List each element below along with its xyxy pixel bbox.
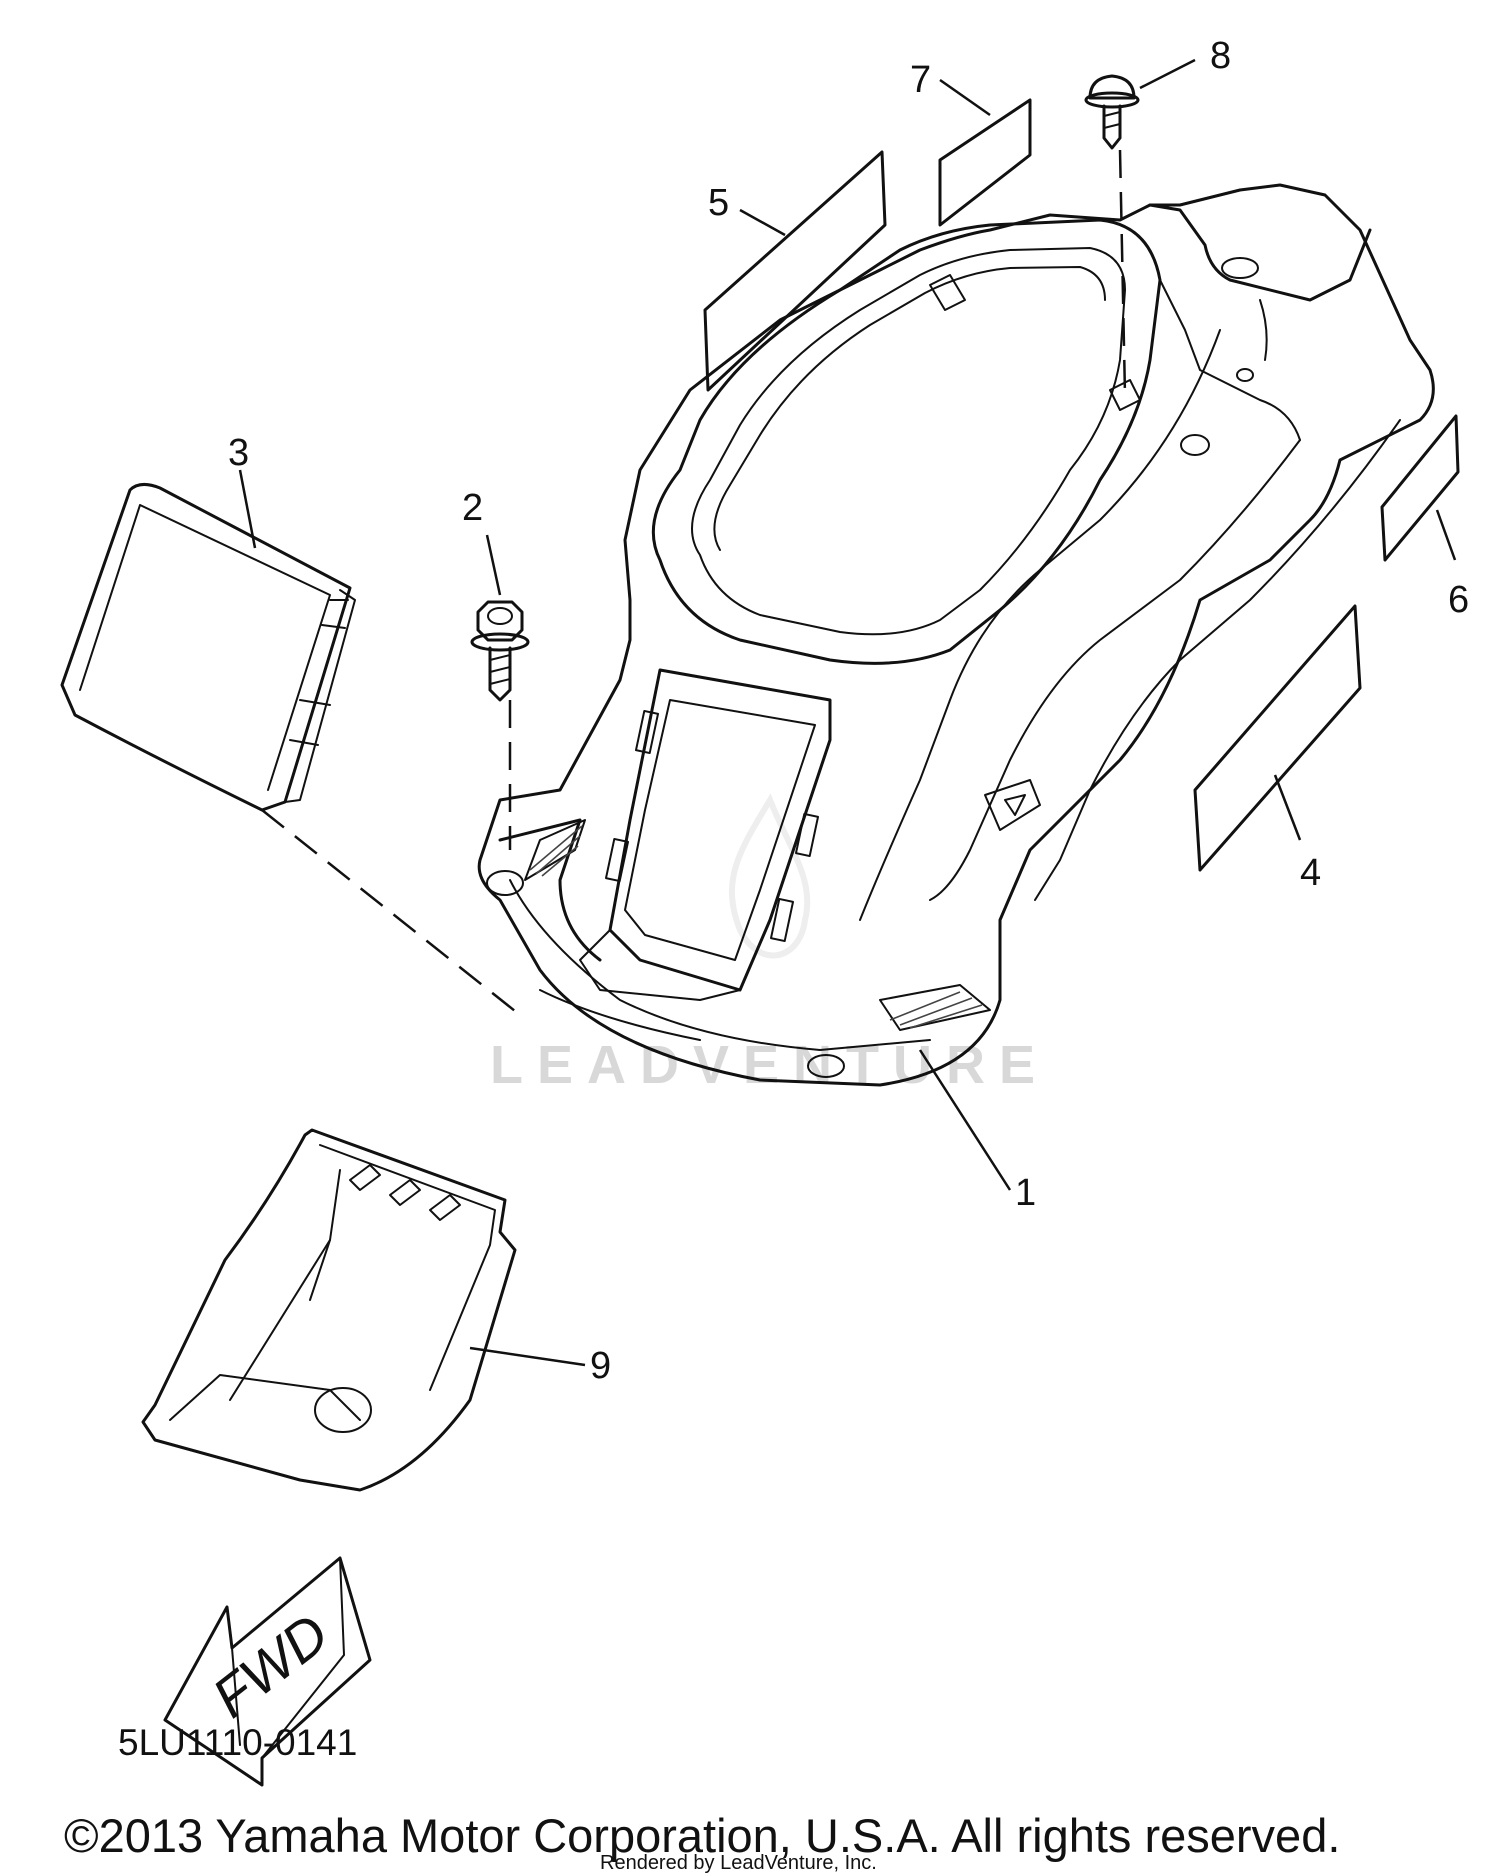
diagram-part-code: 5LU1110-0141 [118,1722,358,1763]
callout-8: 8 [1210,35,1231,77]
flange-bolt-part-2 [470,600,530,850]
watermark-logo [729,793,811,959]
callout-9: 9 [590,1345,611,1387]
callout-1: 1 [1015,1172,1036,1214]
callout-3: 3 [228,432,249,474]
screw-part-8 [1084,74,1140,396]
callout-4: 4 [1300,852,1321,894]
left-footrest-grip [524,819,586,881]
emblem-decal-part-7 [938,98,1032,227]
callout-5: 5 [708,182,729,224]
callout-6: 6 [1448,579,1469,621]
copyright-notice: ©2013 Yamaha Motor Corporation, U.S.A. A… [64,1809,1341,1862]
rendered-by-credit: Rendered by LeadVenture, Inc. [600,1852,877,1874]
lid-panel-part-3 [60,483,521,1016]
callout-2: 2 [462,487,483,529]
body-cover-part-1 [477,183,1435,1087]
emblem-decal-part-4 [1193,604,1362,872]
callout-leaders [238,58,1457,1367]
emblem-decal-part-5 [703,150,887,392]
right-footrest-grip [879,984,991,1031]
tray-part-9 [141,1128,517,1492]
emblem-decal-part-6 [1380,414,1460,562]
fwd-label: FWD [201,1601,340,1729]
callout-7: 7 [910,59,931,101]
